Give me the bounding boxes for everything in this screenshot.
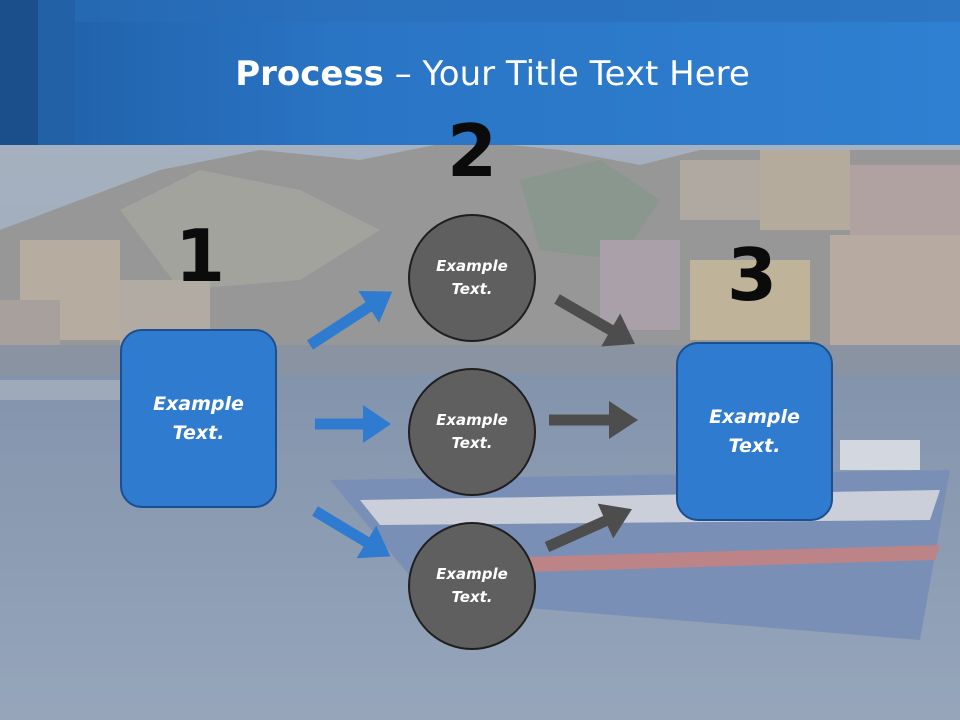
step-number-3: 3 [726,233,778,317]
arrow-up-right-gray [544,503,632,553]
right-text-box[interactable]: Example Text. [676,342,833,521]
header-accent-strip [38,0,75,145]
title-bold: Process [235,54,384,94]
left-box-text: Example Text. [153,392,244,444]
slide-title[interactable]: Process – Your Title Text Here [0,52,960,96]
step-number-2: 2 [446,109,498,193]
arrow-right [315,405,391,443]
circle-bottom[interactable]: Example Text. [408,522,536,650]
arrow-right-gray [549,401,638,439]
header-accent-strip [0,0,38,145]
arrow-up-right [307,290,393,350]
circle-middle[interactable]: Example Text. [408,368,536,496]
header-shade [75,0,960,22]
title-band [0,0,960,145]
arrow-down-right-gray [554,294,635,347]
circle-top[interactable]: Example Text. [408,214,536,342]
title-rest: – Your Title Text Here [383,54,750,94]
arrow-down-right [312,506,391,559]
right-box-text: Example Text. [709,405,800,457]
step-number-1: 1 [174,214,226,298]
circle-bottom-text: Example Text. [436,565,508,606]
left-text-box[interactable]: Example Text. [120,329,277,508]
circle-middle-text: Example Text. [436,411,508,452]
circle-top-text: Example Text. [436,257,508,298]
